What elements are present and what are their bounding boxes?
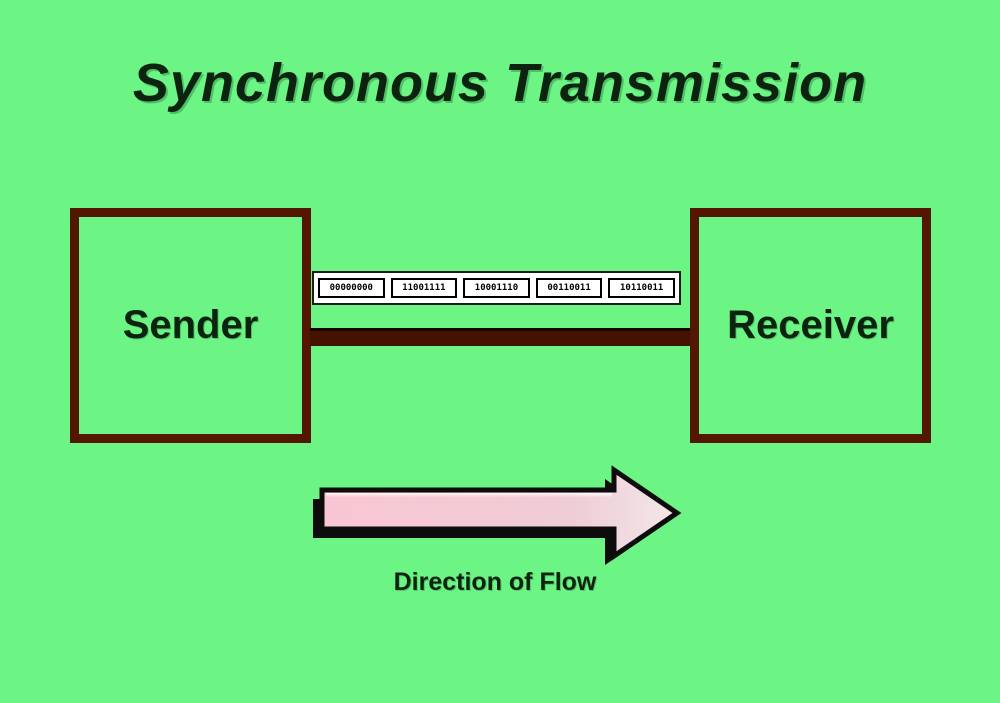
sender-label: Sender — [122, 303, 259, 347]
receiver-label: Receiver — [727, 303, 894, 347]
direction-of-flow-label: Direction of Flow — [393, 568, 597, 596]
data-frame-cell: 10110011 — [608, 278, 675, 298]
data-frame-cell: 11001111 — [390, 278, 458, 298]
data-frame-cell: 00000000 — [318, 278, 385, 298]
flow-arrow-icon — [313, 465, 682, 565]
transmission-line — [310, 328, 690, 346]
data-frame-cell: 10001110 — [463, 278, 530, 298]
arrow-body — [319, 465, 682, 561]
page-title: Synchronous Transmission — [132, 53, 868, 113]
data-frame-strip: 00000000 11001111 10001110 00110011 1011… — [312, 271, 681, 305]
sender-box: Sender — [70, 208, 311, 443]
receiver-box: Receiver — [690, 208, 931, 443]
arrow-highlight — [326, 493, 612, 503]
data-frame-cell: 00110011 — [535, 278, 603, 298]
